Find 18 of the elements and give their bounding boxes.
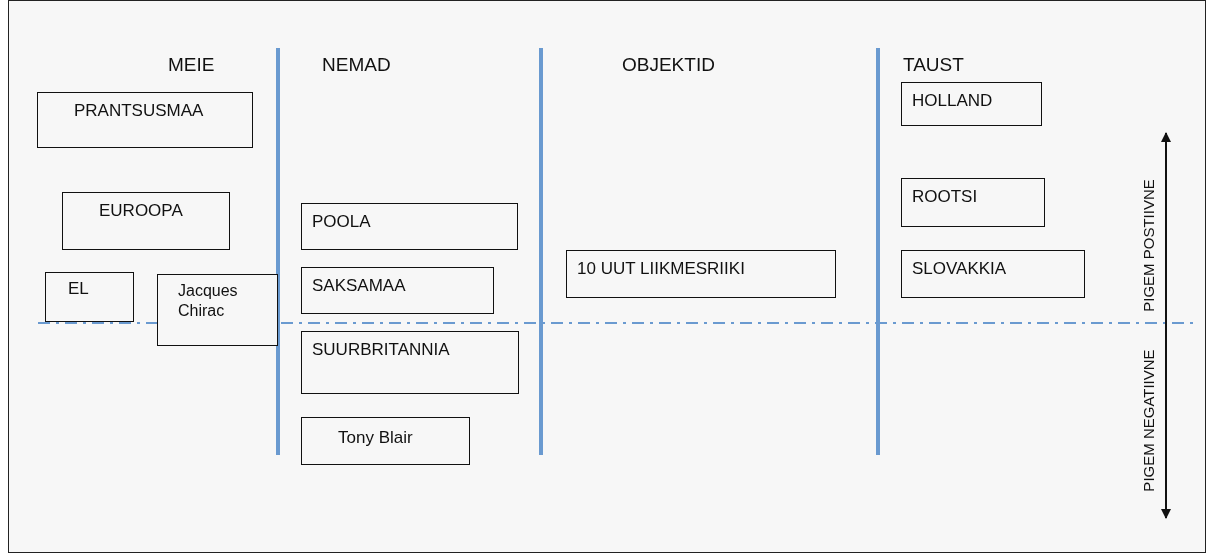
term-box: Tony Blair <box>301 417 470 465</box>
term-box: POOLA <box>301 203 518 250</box>
term-box: SUURBRITANNIA <box>301 331 519 394</box>
column-heading: NEMAD <box>322 54 391 76</box>
term-box: HOLLAND <box>901 82 1042 126</box>
axis-label: PIGEM POSTIIVNE <box>1139 178 1157 312</box>
term-box: ROOTSI <box>901 178 1045 227</box>
term-box: 10 UUT LIIKMESRIIKI <box>566 250 836 298</box>
axis-label: PIGEM NEGATIIVNE <box>1139 348 1157 492</box>
term-box: EL <box>45 272 134 322</box>
term-box: EUROOPA <box>62 192 230 250</box>
column-heading: TAUST <box>903 54 964 76</box>
term-box: SLOVAKKIA <box>901 250 1085 298</box>
column-heading: MEIE <box>168 54 215 76</box>
term-box: Jacques Chirac <box>157 274 278 346</box>
column-heading: OBJEKTID <box>622 54 715 76</box>
term-box: PRANTSUSMAA <box>37 92 253 148</box>
term-box: SAKSAMAA <box>301 267 494 314</box>
